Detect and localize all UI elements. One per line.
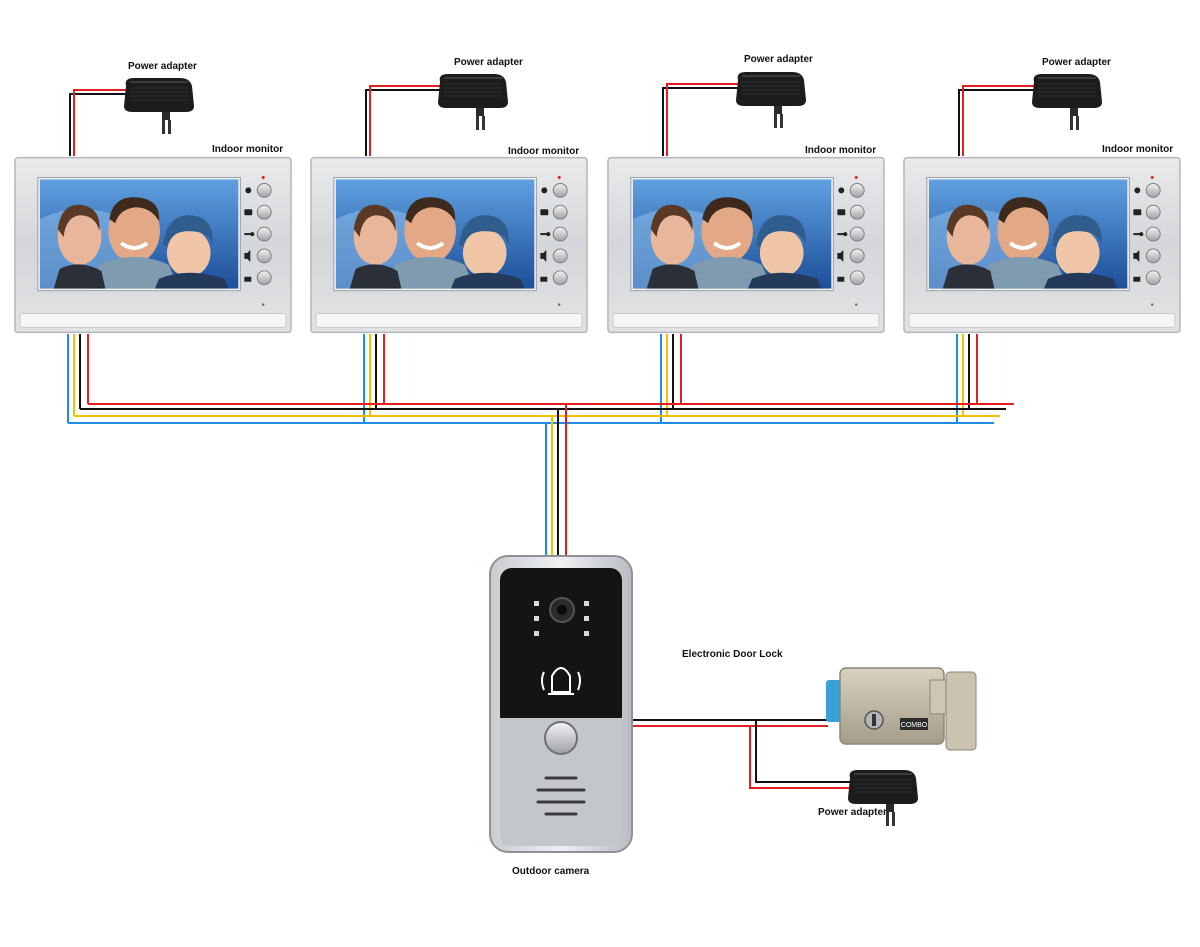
adapter-wire-black (69, 93, 128, 156)
adapter-wire-black (662, 87, 740, 156)
lock-brand-label: COMBO (901, 722, 928, 729)
monitor-icon[interactable] (257, 183, 271, 197)
adapter-wire-black (365, 89, 442, 156)
monitor-label-2: Indoor monitor (508, 146, 579, 157)
adapter-wire-red (666, 83, 740, 156)
monitor-icon[interactable] (1146, 183, 1160, 197)
monitor-icon[interactable] (850, 183, 864, 197)
power-adapter-3 (735, 71, 807, 129)
indoor-monitor-2 (311, 158, 587, 333)
adapter-wire-red (73, 89, 128, 156)
adapter-label-4: Power adapter (1042, 57, 1111, 68)
power-adapter-1 (123, 77, 195, 135)
camera-switch-icon[interactable] (1146, 205, 1160, 219)
power-adapter-4 (1031, 73, 1103, 131)
unlock-icon[interactable] (553, 271, 567, 285)
outdoor-camera (489, 555, 633, 853)
call-button[interactable] (544, 721, 578, 755)
key-icon[interactable] (850, 227, 864, 241)
indoor-monitor-4 (904, 158, 1180, 333)
unlock-icon[interactable] (1146, 271, 1160, 285)
camera-switch-icon[interactable] (553, 205, 567, 219)
monitor-label-4: Indoor monitor (1102, 144, 1173, 155)
adapter-label-1: Power adapter (128, 61, 197, 72)
lock-adapter-wire-black (755, 720, 852, 783)
key-icon[interactable] (257, 227, 271, 241)
power-adapter-2 (437, 73, 509, 131)
lock-adapter-wire-red (749, 726, 852, 789)
door-lock-label: Electronic Door Lock (682, 649, 783, 660)
outdoor-camera-label: Outdoor camera (512, 866, 590, 877)
volume-icon[interactable] (1146, 249, 1160, 263)
electronic-door-lock: COMBO (826, 667, 977, 751)
adapter-label-2: Power adapter (454, 57, 523, 68)
monitor-icon[interactable] (553, 183, 567, 197)
monitor-label-1: Indoor monitor (212, 144, 283, 155)
camera-switch-icon[interactable] (850, 205, 864, 219)
volume-icon[interactable] (553, 249, 567, 263)
bell-icon (541, 667, 581, 695)
volume-icon[interactable] (850, 249, 864, 263)
camera-switch-icon[interactable] (257, 205, 271, 219)
unlock-icon[interactable] (257, 271, 271, 285)
adapter-wire-black (958, 89, 1036, 156)
speaker-grille-icon (536, 776, 586, 816)
indoor-monitor-1 (15, 158, 291, 333)
adapter-wire-red (369, 85, 442, 156)
monitor-label-3: Indoor monitor (805, 145, 876, 156)
unlock-icon[interactable] (850, 271, 864, 285)
wiring (67, 83, 1036, 789)
lock-adapter-label: Power adapter (818, 807, 887, 818)
key-icon[interactable] (1146, 227, 1160, 241)
key-icon[interactable] (553, 227, 567, 241)
ir-led-icon (534, 601, 589, 636)
volume-icon[interactable] (257, 249, 271, 263)
indoor-monitor-3 (608, 158, 884, 333)
adapter-wire-red (962, 85, 1036, 156)
adapter-label-3: Power adapter (744, 54, 813, 65)
